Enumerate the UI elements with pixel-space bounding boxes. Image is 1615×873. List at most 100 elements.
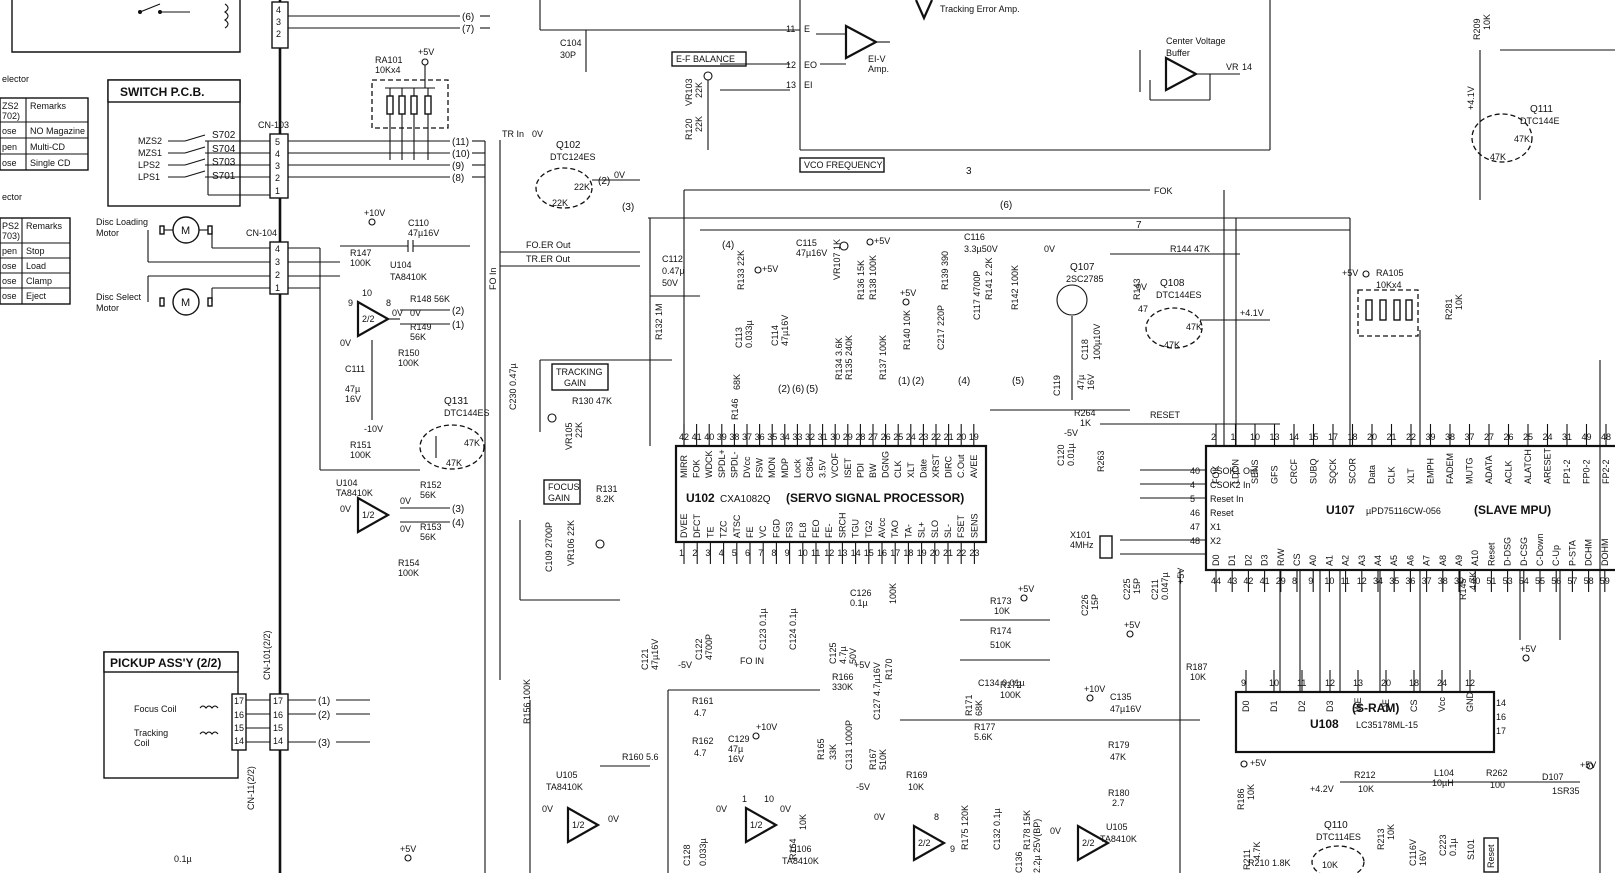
- u107-bottom-pin-number: 39: [1454, 576, 1464, 586]
- u107-top-pin-signal: EMPH: [1426, 458, 1436, 484]
- svg-text:R149: R149: [410, 322, 432, 332]
- u107-top-pin-signal: SCOR: [1348, 457, 1358, 484]
- svg-text:R120: R120: [684, 118, 694, 140]
- u102-bottom-pin-signal: TE: [705, 526, 715, 538]
- svg-text:R154: R154: [398, 558, 420, 568]
- svg-text:E: E: [804, 24, 810, 34]
- u102-top-pin-signal: MIRR: [679, 455, 689, 478]
- svg-text:4MHz: 4MHz: [1070, 540, 1094, 550]
- svg-text:NO Magazine: NO Magazine: [30, 126, 85, 136]
- svg-text:DTC114ES: DTC114ES: [1316, 832, 1361, 842]
- svg-text:9: 9: [348, 298, 353, 308]
- svg-text:C117 4700P: C117 4700P: [972, 271, 982, 320]
- u107-bottom-pin-signal: DOHM: [1600, 539, 1610, 567]
- svg-text:0V: 0V: [780, 804, 791, 814]
- svg-text:Q110: Q110: [1324, 820, 1348, 831]
- u102-top-pin-signal: DIRC: [944, 456, 954, 478]
- svg-text:+5V: +5V: [1250, 758, 1266, 768]
- svg-text:+5V: +5V: [1520, 644, 1536, 654]
- svg-text:15P: 15P: [1132, 578, 1142, 594]
- svg-text:47µ: 47µ: [728, 744, 743, 754]
- svg-text:C226: C226: [1080, 594, 1090, 616]
- u107-top-pin-signal: SENS: [1250, 459, 1260, 484]
- svg-text:C112: C112: [662, 254, 683, 264]
- u102-bottom-pin-number: 20: [930, 548, 940, 558]
- svg-text:TA8410K: TA8410K: [336, 488, 373, 498]
- u107-bottom-pin-signal: C-Down: [1535, 533, 1545, 566]
- svg-text:47µ16V: 47µ16V: [780, 315, 790, 346]
- svg-text:(3): (3): [452, 504, 464, 515]
- svg-text:(2): (2): [778, 384, 790, 395]
- svg-text:R133 22K: R133 22K: [736, 250, 746, 290]
- switch-pcb-title: SWITCH P.C.B.: [120, 85, 204, 99]
- u107-top-pins: 2FOK1LDON10SENS13GFS14CRCF15SUBQ17SQCK18…: [1211, 424, 1611, 484]
- u107-bottom-pin-signal: A8: [1438, 555, 1448, 566]
- u107-top-pin-number: 10: [1250, 432, 1260, 442]
- u107-bottom-pin-number: 9: [1308, 576, 1313, 586]
- u107-left-pin-number: 5: [1190, 494, 1195, 504]
- u102-top-pin-number: 32: [805, 432, 815, 442]
- svg-text:4: 4: [276, 5, 281, 15]
- u107-top-pin-number: 20: [1367, 432, 1377, 442]
- svg-text:16: 16: [1496, 712, 1506, 722]
- u102-bottom-pin-number: 11: [811, 548, 820, 558]
- svg-text:4700P: 4700P: [704, 634, 714, 660]
- u102-top-pin-signal: DGNG: [881, 451, 891, 478]
- svg-text:U105: U105: [1106, 822, 1128, 832]
- svg-text:Tracking Error Amp.: Tracking Error Amp.: [940, 4, 1020, 14]
- svg-text:100µ10V: 100µ10V: [1092, 324, 1102, 360]
- u102-bottom-pin-signal: SENS: [969, 513, 979, 538]
- svg-text:2.7: 2.7: [1112, 798, 1125, 808]
- svg-text:U105: U105: [556, 770, 578, 780]
- u107-left-pin-number: 47: [1190, 522, 1200, 532]
- svg-text:1/2: 1/2: [572, 820, 585, 830]
- u102-top-pin-number: 22: [931, 432, 941, 442]
- svg-text:R213: R213: [1376, 828, 1386, 850]
- u102-top-pin-signal: FSW: [755, 457, 765, 478]
- u102-top-pin-signal: WDCK: [704, 451, 714, 479]
- svg-text:MZS2: MZS2: [138, 136, 162, 146]
- u108-pin-signal: CS: [1409, 699, 1419, 712]
- svg-text:CN-103: CN-103: [258, 120, 289, 130]
- svg-text:CN-101(2/2): CN-101(2/2): [262, 630, 272, 680]
- u102-top-pin-number: 39: [717, 432, 727, 442]
- u102-top-pin-number: 34: [780, 432, 790, 442]
- svg-text:16V: 16V: [728, 754, 744, 764]
- u107-bottom-pin-signal: A3: [1357, 555, 1367, 566]
- u102-top-pin-signal: XLT: [906, 462, 916, 478]
- svg-text:C119: C119: [1052, 375, 1062, 396]
- u107-bottom-pin-signal: A5: [1389, 555, 1399, 566]
- u107-ref: U107: [1326, 503, 1355, 517]
- u102-bottom-pin-number: 12: [824, 548, 834, 558]
- svg-text:10K: 10K: [1190, 672, 1206, 682]
- svg-text:C223: C223: [1438, 834, 1448, 856]
- svg-text:1/2: 1/2: [750, 820, 763, 830]
- svg-text:+10V: +10V: [1084, 684, 1105, 694]
- svg-text:(1): (1): [898, 376, 910, 387]
- svg-text:16V: 16V: [345, 394, 361, 404]
- svg-text:FO.ER Out: FO.ER Out: [526, 240, 571, 250]
- svg-text:10K: 10K: [1454, 294, 1464, 310]
- u107-bottom-pin-signal: A2: [1341, 555, 1351, 566]
- svg-text:15P: 15P: [1090, 594, 1100, 610]
- svg-text:47K: 47K: [1514, 134, 1530, 144]
- svg-text:Coil: Coil: [134, 738, 150, 748]
- svg-text:(6): (6): [792, 384, 804, 395]
- u107-bottom-pin-signal: D-DSG: [1503, 537, 1513, 566]
- svg-text:R141 2.2K: R141 2.2K: [984, 257, 994, 300]
- svg-text:R160 5.6: R160 5.6: [622, 752, 659, 762]
- svg-text:Q108: Q108: [1160, 278, 1185, 289]
- u107-top-pin-signal: CRCF: [1289, 459, 1299, 484]
- u102-bottom-pin-number: 14: [851, 548, 861, 558]
- u107-top-pin-signal: SQCK: [1328, 458, 1338, 484]
- u107-top-pin-number: 18: [1348, 432, 1358, 442]
- svg-text:RA105: RA105: [1376, 268, 1404, 278]
- u102-bottom-pin-signal: TZC: [719, 520, 729, 538]
- svg-text:(5): (5): [1012, 376, 1024, 387]
- svg-text:16V: 16V: [1418, 850, 1428, 866]
- svg-text:12: 12: [786, 60, 796, 70]
- svg-text:13: 13: [786, 80, 796, 90]
- svg-text:R162: R162: [692, 736, 714, 746]
